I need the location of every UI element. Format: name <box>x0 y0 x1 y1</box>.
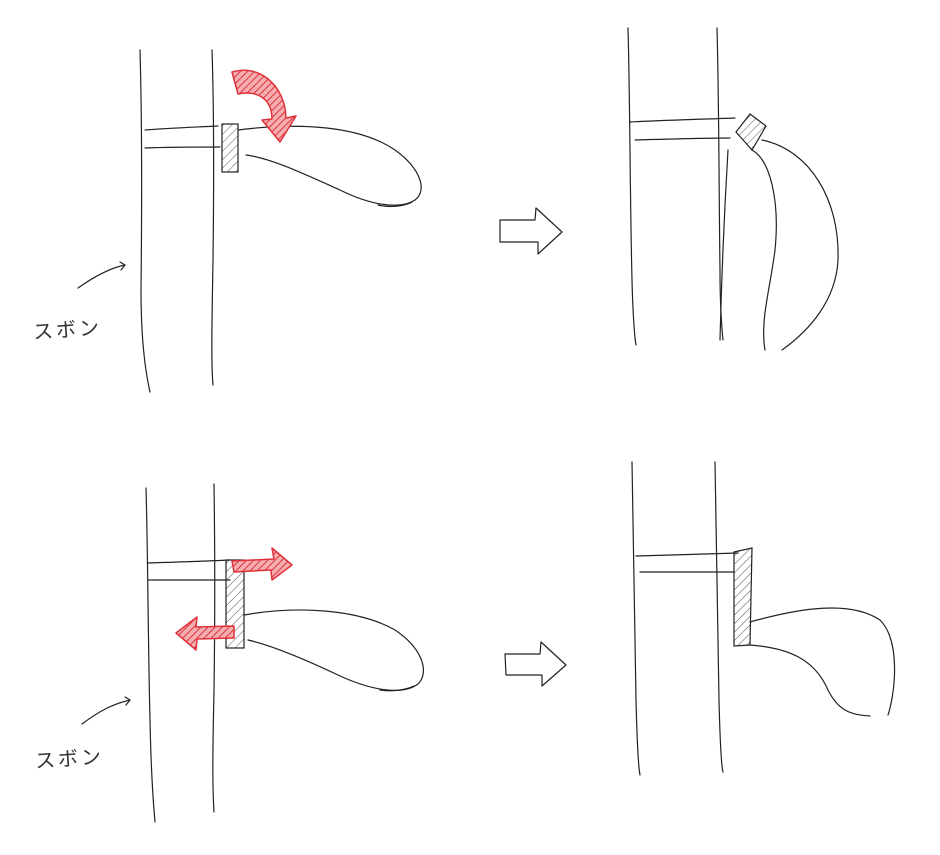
towel-strap <box>237 125 422 208</box>
arrow-pull-left <box>175 616 235 651</box>
towel-strap <box>749 607 896 717</box>
pointer-line <box>77 261 126 289</box>
belt-clip <box>733 547 753 647</box>
curved-arrow-fold-down <box>231 69 297 143</box>
towel-strap <box>243 609 424 692</box>
panel-top-left-before <box>77 49 422 393</box>
belt-clip <box>221 123 239 173</box>
towel-strap-hanging <box>719 139 839 351</box>
transition-arrow-bottom <box>504 641 567 687</box>
panel-bottom-right-after <box>631 461 896 776</box>
trousers-label-top: スボン <box>32 315 103 344</box>
trouser-leg <box>631 461 739 776</box>
belt-clip-rotated <box>735 113 767 152</box>
transition-arrow-top <box>499 207 563 255</box>
arrow-pull-right <box>231 547 293 581</box>
trouser-leg <box>139 49 221 393</box>
trousers-label-bottom: スボン <box>34 744 105 773</box>
trouser-leg <box>145 483 231 823</box>
panel-top-right-after <box>627 27 839 351</box>
trouser-leg <box>627 27 736 346</box>
panel-bottom-left-before <box>81 483 424 823</box>
pointer-line <box>81 696 131 725</box>
